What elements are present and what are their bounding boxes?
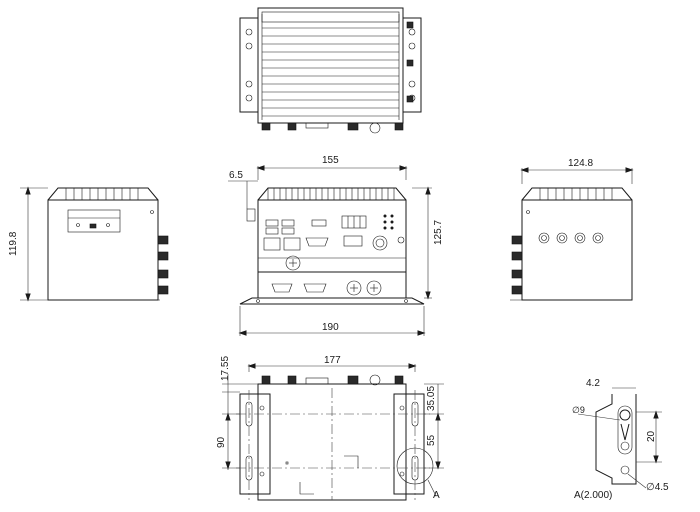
dim-190: 190: [322, 322, 339, 333]
detail-view: 4.2 ∅9 20 ∅4.5 A(2.000): [572, 378, 669, 501]
dim-dia-9: ∅9: [572, 405, 585, 415]
dim-20: 20: [646, 430, 657, 442]
dim-6-5: 6.5: [229, 170, 243, 181]
top-view: [239, 7, 422, 134]
dim-35-05: 35.05: [426, 386, 437, 411]
front-view: [239, 187, 425, 305]
detail-scale-label: A(2.000): [574, 490, 612, 501]
dim-90: 90: [216, 436, 227, 448]
detail-marker-a: A: [433, 490, 440, 501]
dim-55: 55: [426, 434, 437, 446]
left-side-view: 119.8: [8, 186, 169, 302]
right-side-view: 124.8: [510, 158, 634, 301]
dim-124-8: 124.8: [568, 158, 593, 169]
dim-155: 155: [322, 155, 339, 166]
dim-125-7: 125.7: [433, 220, 444, 245]
dim-17-55: 17.55: [220, 356, 231, 381]
dim-177: 177: [324, 355, 341, 366]
bottom-view: A 177 17.55 90 35.05 55: [216, 355, 444, 501]
dim-119-8: 119.8: [8, 231, 19, 256]
dim-dia-4-5: ∅4.5: [646, 482, 669, 493]
front-dimensions: 155 6.5 125.7 190: [228, 155, 444, 336]
dim-4-2: 4.2: [586, 378, 600, 389]
